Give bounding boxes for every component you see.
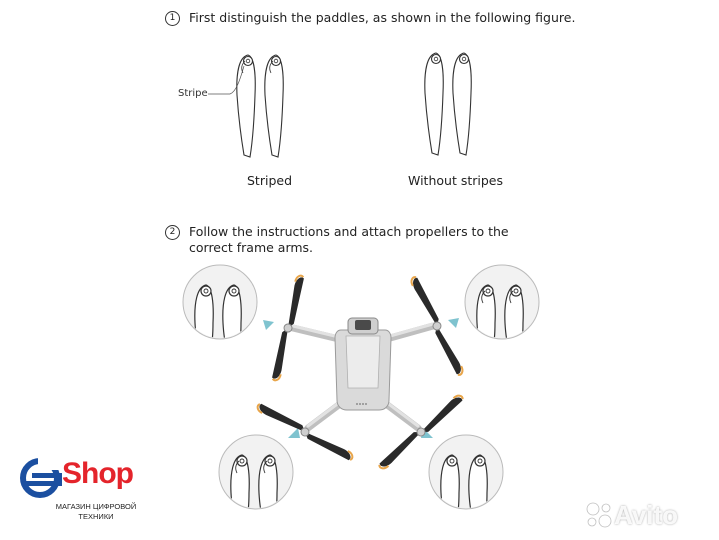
- drone-body: [334, 317, 392, 411]
- step-number-1: 1: [165, 11, 180, 26]
- avito-watermark: Avito: [614, 500, 679, 530]
- without-stripes-label: Without stripes: [408, 173, 503, 188]
- detail-circle-bottom-right: [428, 434, 504, 510]
- arrow-bottom-left: [288, 428, 300, 438]
- striped-paddle-right: [264, 54, 284, 158]
- logo-subtitle-line-2: ТЕХНИКИ: [78, 512, 114, 521]
- step-2: 2 Follow the instructions and attach pro…: [165, 224, 535, 256]
- logo-brand-text: Shop: [62, 457, 134, 490]
- detail-circle-top-left: [182, 264, 258, 340]
- logo-subtitle-line-1: МАГАЗИН ЦИФРОВОЙ: [55, 502, 137, 511]
- arrow-top-left: [263, 320, 274, 330]
- detail-circle-bottom-left: [218, 434, 294, 510]
- detail-circle-top-right: [464, 264, 540, 340]
- step-2-text: Follow the instructions and attach prope…: [189, 224, 509, 255]
- step-1-text: First distinguish the paddles, as shown …: [189, 10, 576, 25]
- stripe-callout-label: Stripe: [178, 88, 208, 99]
- arrow-top-right: [448, 318, 459, 328]
- step-number-2: 2: [165, 225, 180, 240]
- avito-dots-icon: [586, 502, 612, 528]
- gshop-logo-icon: [20, 456, 62, 498]
- striped-label: Striped: [247, 173, 293, 188]
- logo-subtitle: МАГАЗИН ЦИФРОВОЙ ТЕХНИКИ: [36, 502, 156, 522]
- step-1: 1 First distinguish the paddles, as show…: [165, 10, 585, 26]
